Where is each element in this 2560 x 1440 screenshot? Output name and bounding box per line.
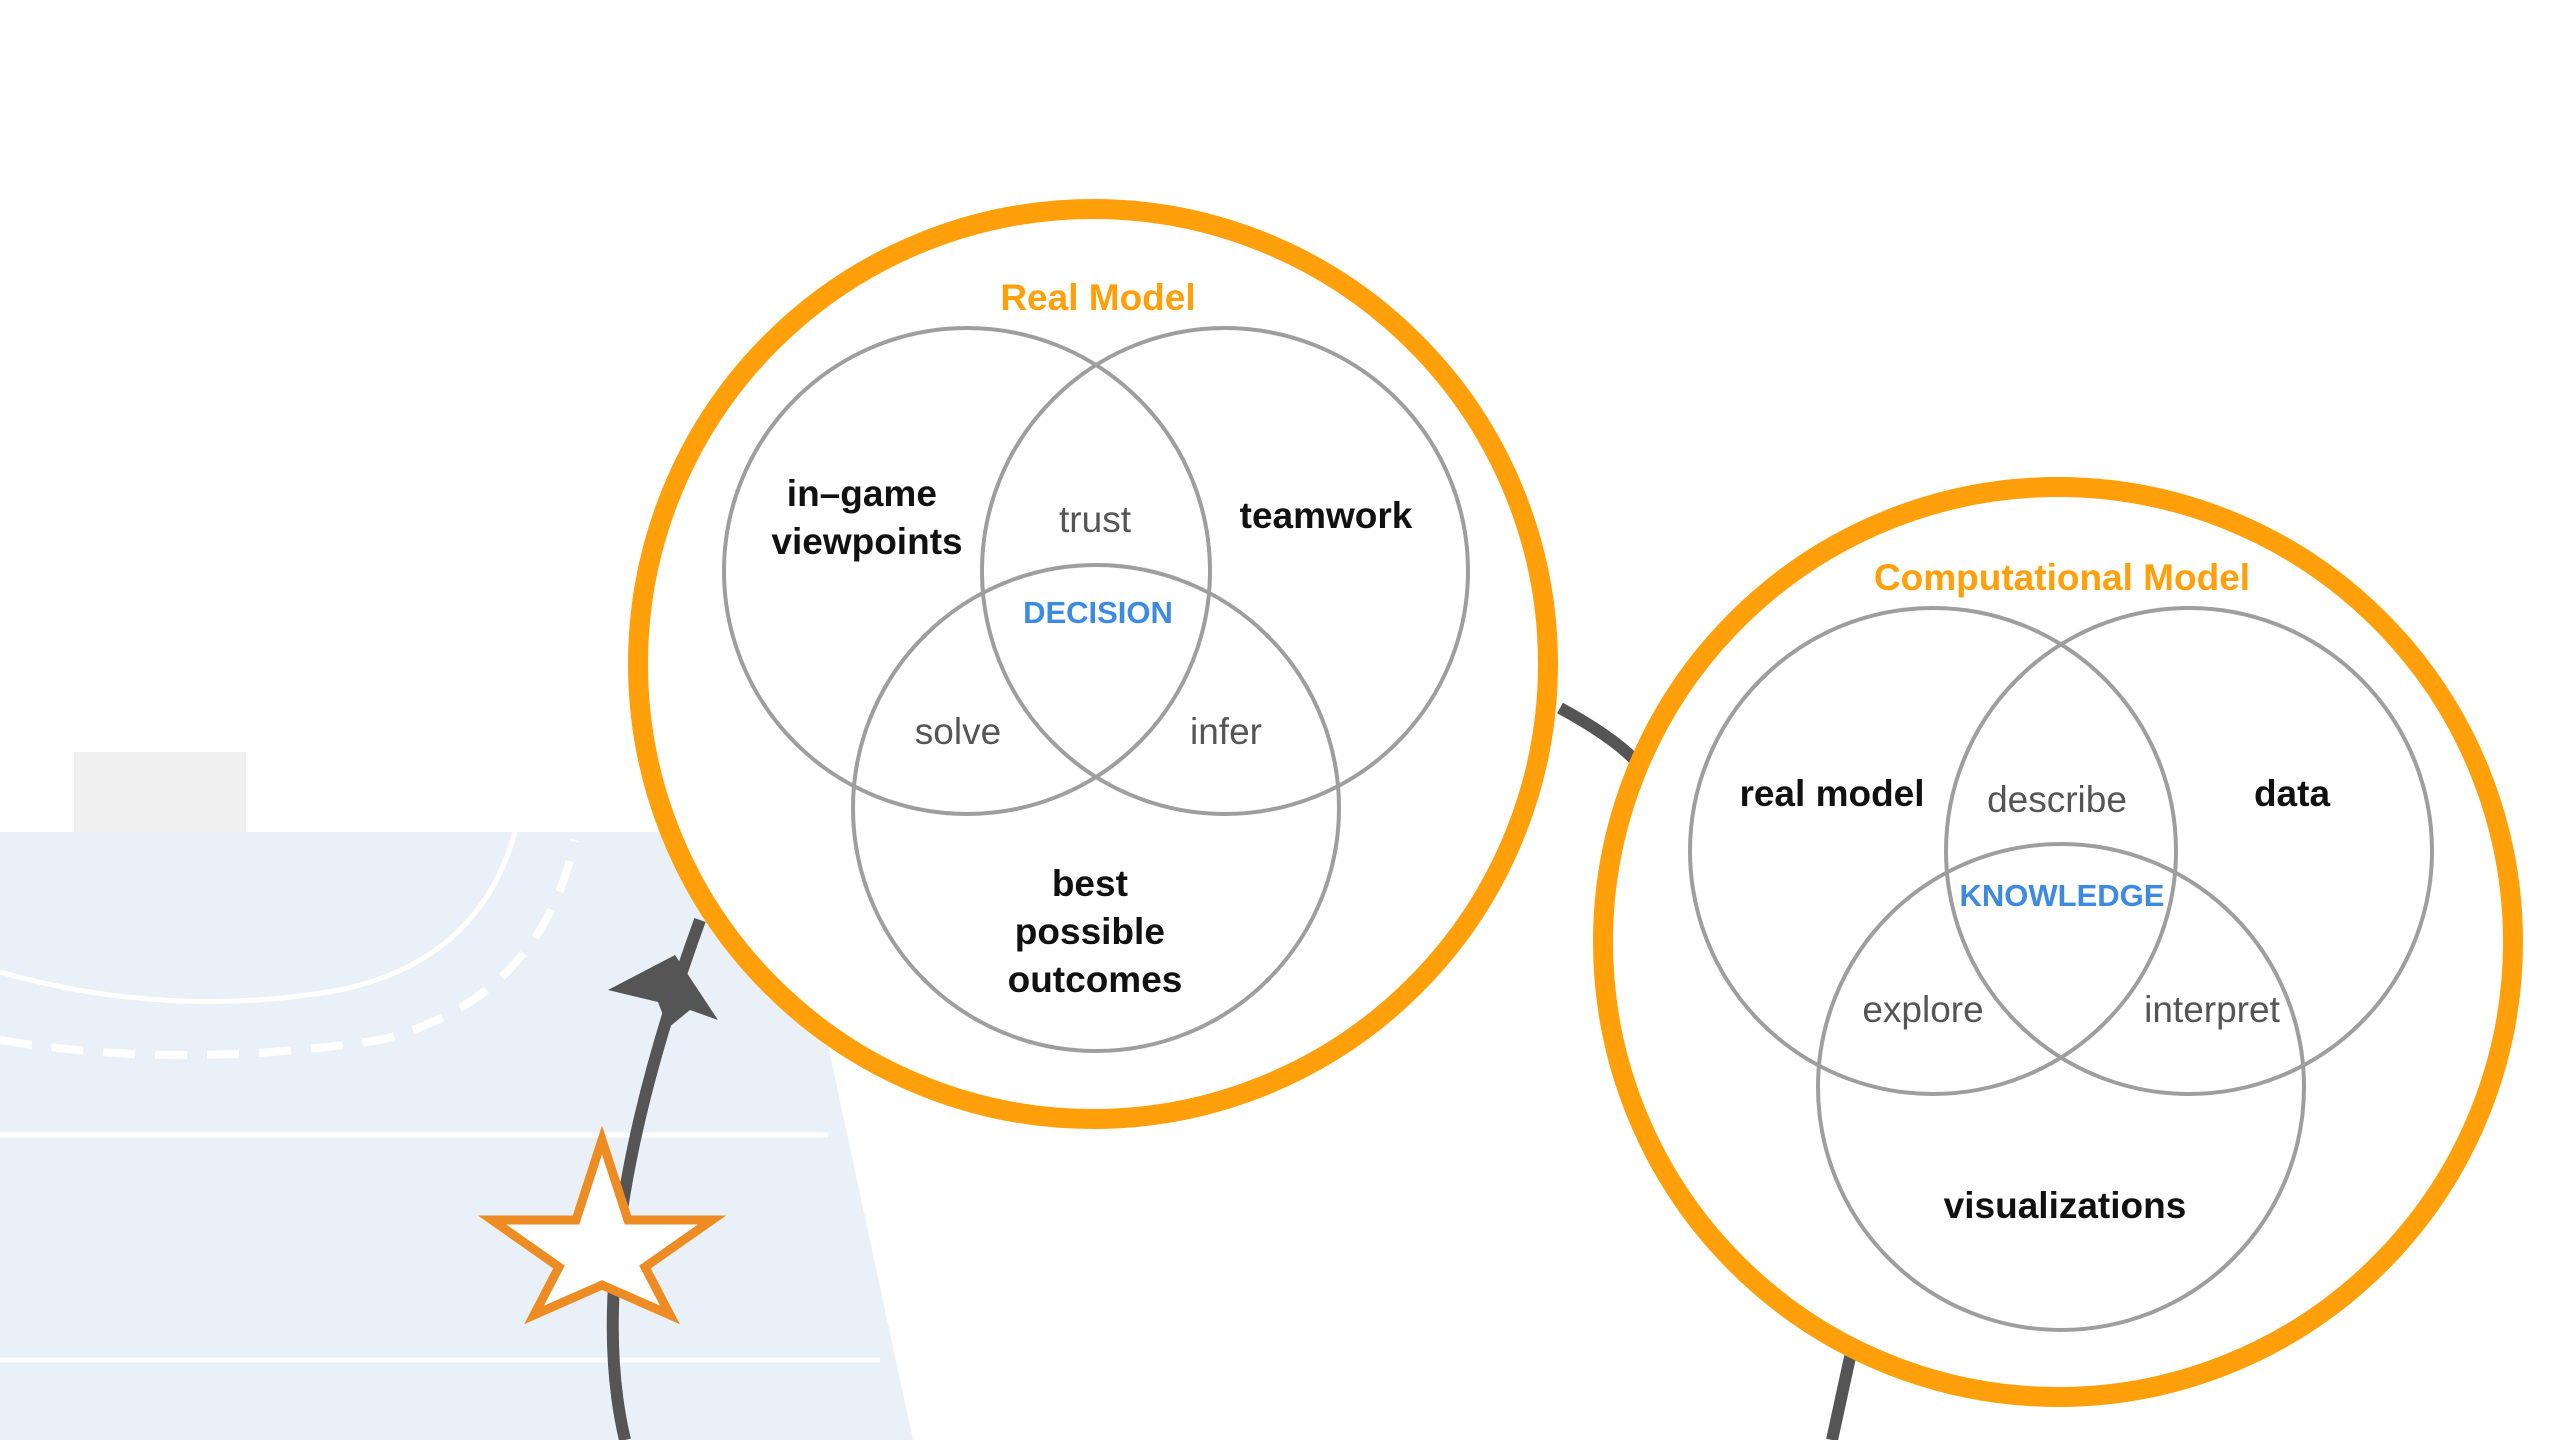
comp-venn-left-circle — [1688, 606, 2178, 1096]
real-venn-left-circle — [722, 326, 1212, 816]
middle-connector-path — [1557, 702, 1640, 765]
court-goal-area-line — [0, 831, 518, 1005]
star-icon — [477, 1125, 727, 1325]
comp-set-left-label: real model — [1739, 773, 1924, 814]
real-model-title: Real Model — [1000, 277, 1195, 318]
comp-overlap-top-label: describe — [1987, 779, 2127, 820]
real-set-left-line-1: in–game — [787, 473, 937, 514]
court-free-throw-line — [0, 839, 579, 1059]
comp-set-right-label: data — [2254, 773, 2331, 814]
computational-model-outer-circle — [1593, 477, 2523, 1407]
arrow-up-icon — [608, 955, 718, 1028]
real-model-diagram: Real Model in–game viewpoints teamwork b… — [628, 199, 1558, 1129]
court-goal — [74, 752, 246, 840]
real-set-left-label: in–game viewpoints — [771, 473, 962, 562]
real-overlap-right-label: infer — [1190, 711, 1262, 752]
real-overlap-left-label: solve — [915, 711, 1001, 752]
real-venn-right-circle — [980, 326, 1470, 816]
real-model-outer-circle — [628, 199, 1558, 1129]
comp-overlap-right-label: interpret — [2144, 989, 2280, 1030]
real-set-bottom-line-1: best — [1052, 863, 1128, 904]
comp-overlap-left-label: explore — [1862, 989, 1983, 1030]
real-venn-bottom-circle — [851, 563, 1341, 1053]
comp-center-label: KNOWLEDGE — [1960, 878, 2165, 913]
comp-set-bottom-label: visualizations — [1944, 1185, 2187, 1226]
real-set-left-line-2: viewpoints — [771, 521, 962, 562]
right-connector-path — [1826, 1346, 1858, 1440]
computational-model-diagram: Computational Model real model data visu… — [1593, 477, 2523, 1407]
computational-model-title: Computational Model — [1874, 557, 2250, 598]
comp-venn-bottom-circle — [1816, 842, 2306, 1332]
real-set-bottom-label: best possible outcomes — [1008, 863, 1183, 1000]
real-set-bottom-line-2: possible — [1015, 911, 1165, 952]
real-center-label: DECISION — [1023, 595, 1173, 630]
real-set-right-label: teamwork — [1240, 495, 1413, 536]
real-overlap-top-label: trust — [1059, 499, 1132, 540]
real-set-bottom-line-3: outcomes — [1008, 959, 1183, 1000]
comp-venn-right-circle — [1944, 606, 2434, 1096]
